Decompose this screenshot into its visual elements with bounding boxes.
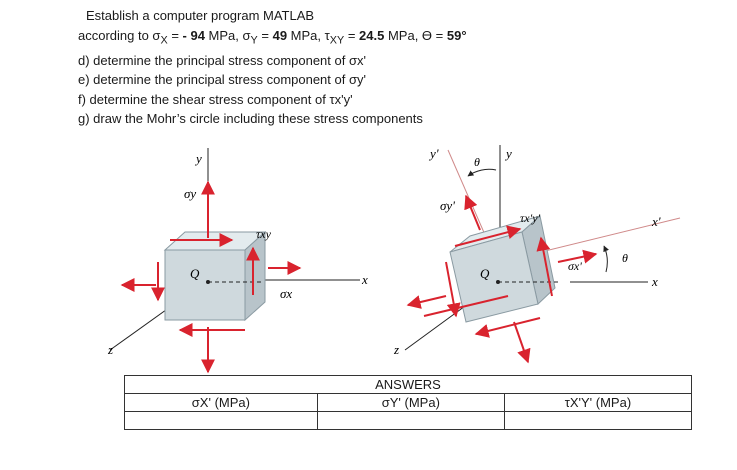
col-sigma-y-prime: σY' (MPa) xyxy=(316,393,505,412)
left-label-tau-xy: τxy xyxy=(256,227,272,241)
right-label-sigma-y-prime: σy' xyxy=(440,198,455,213)
sigma-y-value: 49 xyxy=(272,27,288,43)
right-label-theta-right: θ xyxy=(622,251,628,265)
right-sigma-x-arrow xyxy=(557,249,598,264)
right-sigma-y-arrow xyxy=(464,194,481,231)
answer-sigma-x-prime[interactable] xyxy=(124,411,318,430)
problem-item-f: f) determine the shear stress component … xyxy=(78,91,353,107)
right-label-x: x xyxy=(651,274,658,289)
right-label-tau-xpyp: τx'y' xyxy=(520,211,541,225)
right-tau-top xyxy=(454,225,522,247)
right-label-y: y xyxy=(504,146,512,161)
answer-tau-xpyp[interactable] xyxy=(503,411,693,430)
right-theta-arc-right xyxy=(603,245,609,273)
left-label-sigma-y: σy xyxy=(184,186,196,201)
right-sigma-x-arrow-left xyxy=(406,295,447,309)
right-theta-arc-top xyxy=(467,168,497,177)
right-tau-right xyxy=(536,236,553,297)
sigma-x-value: - 94 xyxy=(182,27,205,43)
right-tau-left xyxy=(445,261,461,318)
answers-title: ANSWERS xyxy=(124,375,692,394)
right-cube-front xyxy=(449,231,539,323)
answers-value-row xyxy=(124,411,693,430)
theta-value: 59° xyxy=(446,27,467,43)
left-label-y: y xyxy=(194,151,202,166)
right-tau-left-stem xyxy=(423,295,509,317)
right-tau-bottom xyxy=(474,317,541,338)
right-sigma-y-arrow-bottom xyxy=(513,321,531,364)
tau-xy-value: 24.5 xyxy=(359,27,385,43)
left-cube-front xyxy=(164,249,246,321)
right-stress-element: y' θ y σy' τx'y' x' σx' θ Q x z xyxy=(393,145,681,364)
answers-header-row: σX' (MPa) σY' (MPa) τX'Y' (MPa) xyxy=(124,393,693,412)
problem-item-g: g) draw the Mohr’s circle including thes… xyxy=(78,111,423,127)
left-point-q xyxy=(206,280,210,284)
left-label-x: x xyxy=(361,272,368,287)
problem-line-2: according to σX = - 94 MPa, σY = 49 MPa,… xyxy=(78,27,467,47)
right-label-q: Q xyxy=(480,266,490,281)
col-sigma-x-prime: σX' (MPa) xyxy=(124,393,318,412)
left-label-q: Q xyxy=(190,266,200,281)
answers-title-row: ANSWERS xyxy=(124,375,692,394)
answer-sigma-y-prime[interactable] xyxy=(316,411,505,430)
problem-item-d: d) determine the principal stress compon… xyxy=(78,52,366,68)
right-point-q xyxy=(496,280,500,284)
left-label-z: z xyxy=(107,342,113,357)
right-label-x-prime: x' xyxy=(651,214,661,229)
col-tau-xpyp: τX'Y' (MPa) xyxy=(503,393,693,412)
problem-item-e: e) determine the principal stress compon… xyxy=(78,72,366,88)
left-stress-element: y σy τxy Q σx x z xyxy=(107,148,368,374)
left-label-sigma-x: σx xyxy=(280,286,292,301)
right-label-theta-top: θ xyxy=(474,155,480,169)
right-label-y-prime: y' xyxy=(428,146,439,161)
answers-table: ANSWERS σX' (MPa) σY' (MPa) τX'Y' (MPa) xyxy=(124,375,693,430)
right-label-sigma-x-prime: σx' xyxy=(568,259,582,273)
problem-line-1: Establish a computer program MATLAB xyxy=(86,8,315,23)
problem-statement: Establish a computer program MATLAB acco… xyxy=(78,6,718,129)
right-label-z: z xyxy=(393,342,399,357)
